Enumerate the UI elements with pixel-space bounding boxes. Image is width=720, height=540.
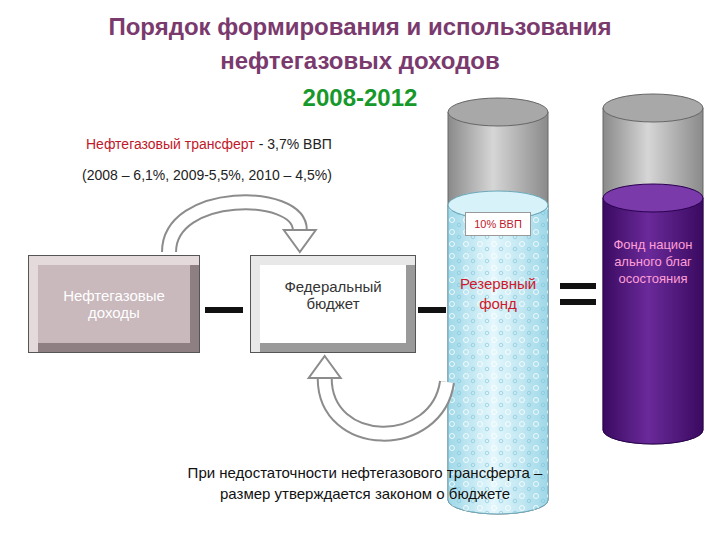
welfare-fund-cylinder: Фонд национального благосостояния (607, 232, 699, 382)
curved-arrow (169, 202, 316, 252)
node-text: Нефтегазовые доходы (43, 287, 185, 321)
node-text: 10% ВВП (465, 212, 531, 236)
node-text: Резервный фонд (454, 274, 542, 314)
transfer-history: (2008 – 6,1%, 2009-5,5%, 2010 – 4,5%) (82, 167, 332, 183)
arrow-body (169, 202, 300, 252)
arrow-head (309, 356, 341, 378)
node-text: Фонд национального благосостояния (612, 236, 694, 287)
period-label: 2008-2012 (260, 84, 460, 112)
arrow-outline (325, 378, 447, 434)
arrow-outline (169, 202, 300, 252)
reserve-fund-cylinder: 10% ВВП Резервный фонд (450, 212, 546, 412)
node-text: Федеральный бюджет (265, 278, 401, 312)
budget-box: Федеральный бюджет (250, 255, 416, 353)
transfer-label: Нефтегазовый трансферт (86, 136, 255, 152)
arrow-body (325, 378, 447, 434)
caption: При недостаточности нефтегазового трансф… (170, 462, 560, 504)
source-box: Нефтегазовые доходы (28, 255, 200, 353)
arrow-head (284, 230, 316, 252)
transfer-value: - 3,7% ВВП (259, 136, 332, 152)
title: Порядок формирования и использования неф… (20, 10, 700, 78)
curved-arrow (309, 356, 447, 434)
